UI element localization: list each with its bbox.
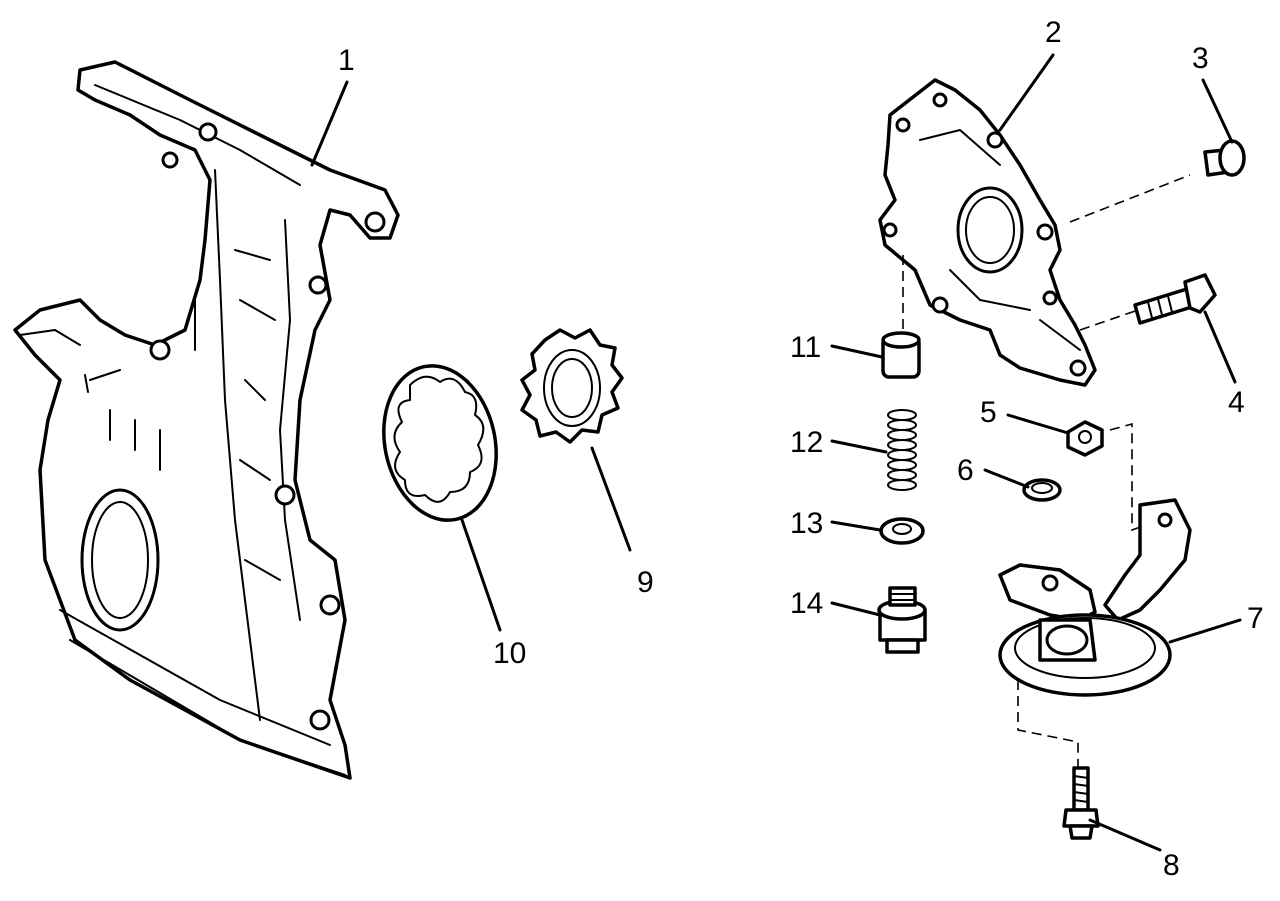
callout-13: 13: [790, 507, 823, 540]
callout-11: 11: [790, 331, 821, 364]
callout-12: 12: [790, 426, 823, 459]
oil-pump-housing: [878, 78, 1191, 387]
spring: [887, 409, 917, 491]
front-cover: [13, 60, 400, 780]
callout-2: 2: [1045, 16, 1062, 49]
outer-rotor: [382, 364, 498, 522]
oil-strainer: [998, 498, 1192, 697]
callout-4: 4: [1228, 386, 1245, 419]
callout-labels: 1 2 3 4 5 6 7 8 9 10 11 12 13 14: [338, 16, 1264, 882]
bolt: [1133, 273, 1217, 325]
callout-7: 7: [1247, 602, 1264, 635]
callout-1: 1: [338, 44, 355, 77]
callout-3: 3: [1192, 42, 1209, 75]
callout-5: 5: [980, 396, 997, 429]
flange-bolt: [1062, 766, 1100, 840]
leader-lines: [310, 53, 1242, 852]
callout-6: 6: [957, 454, 974, 487]
relief-plunger: [881, 331, 921, 379]
gasket-ring: [1022, 478, 1062, 502]
nut: [1066, 420, 1104, 457]
washer: [879, 517, 925, 545]
callout-9: 9: [637, 566, 654, 599]
plug: [877, 586, 927, 654]
callout-10: 10: [493, 637, 526, 670]
callout-14: 14: [790, 587, 823, 620]
inner-rotor: [520, 328, 624, 444]
callout-8: 8: [1163, 849, 1180, 882]
screw: [1203, 139, 1246, 177]
